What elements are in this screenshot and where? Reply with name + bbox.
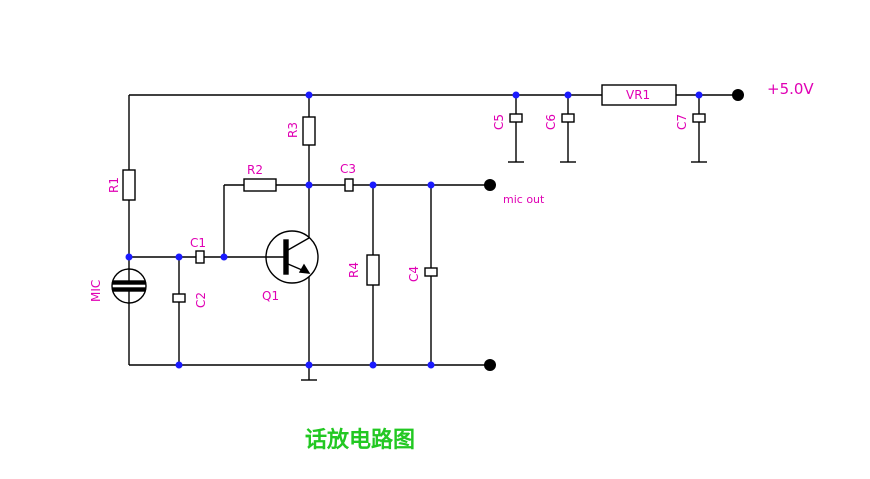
label-c1: C1 <box>190 236 206 250</box>
label-r3: R3 <box>286 122 300 138</box>
label-c4: C4 <box>407 266 421 282</box>
label-r4: R4 <box>347 262 361 278</box>
label-q1: Q1 <box>262 289 279 303</box>
label-mic: MIC <box>89 280 103 302</box>
resistor-r2 <box>243 178 277 192</box>
resistor-r4 <box>366 254 380 286</box>
capacitor-c1 <box>195 250 205 264</box>
label-r2: R2 <box>247 163 263 177</box>
capacitor-c7 <box>692 113 706 123</box>
label-r1: R1 <box>107 177 121 193</box>
ground-terminal <box>484 359 496 371</box>
label-supply: +5.0V <box>767 80 814 98</box>
transistor-q1 <box>262 230 319 284</box>
wires <box>128 94 738 381</box>
resistor-r3 <box>302 116 316 146</box>
potentiometer-vr1 <box>601 84 677 106</box>
label-output: mic out <box>503 193 545 206</box>
label-vr1: VR1 <box>626 88 650 102</box>
capacitor-c2 <box>172 293 186 303</box>
label-c7: C7 <box>675 114 689 130</box>
label-c2: C2 <box>194 292 208 308</box>
output-terminal <box>484 179 496 191</box>
label-c5: C5 <box>492 114 506 130</box>
diagram-title: 话放电路图 <box>305 427 415 453</box>
microphone-mic <box>111 268 147 304</box>
supply-terminal <box>732 89 744 101</box>
resistor-r1 <box>122 169 136 201</box>
capacitor-c3 <box>344 178 354 192</box>
junction-nodes <box>125 91 703 369</box>
capacitor-c5 <box>509 113 523 123</box>
label-c6: C6 <box>544 114 558 130</box>
label-c3: C3 <box>340 162 356 176</box>
capacitor-c4 <box>424 267 438 277</box>
capacitor-c6 <box>561 113 575 123</box>
